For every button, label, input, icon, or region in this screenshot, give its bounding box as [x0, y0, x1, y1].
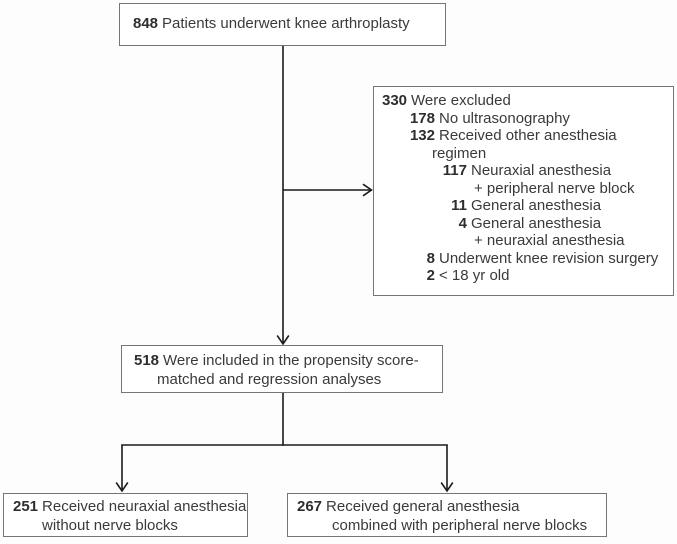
arrowhead-down-neuraxial	[115, 482, 129, 493]
box-text-line: + neuraxial anesthesia	[382, 232, 669, 250]
count-value: 132	[409, 127, 435, 145]
arrowhead-down-included	[276, 335, 290, 346]
count-value: 117	[442, 162, 467, 180]
line-label: General anesthesia	[471, 197, 602, 215]
line-label: < 18 yr old	[439, 267, 510, 285]
count-value: 251	[13, 498, 39, 515]
line-label: Underwent knee revision surgery	[439, 249, 659, 267]
box-text-line: 2< 18 yr old	[382, 267, 669, 285]
count-value: 848	[133, 15, 159, 33]
box-text-line: combined with peripheral nerve blocks	[288, 516, 606, 535]
line-label: + peripheral nerve block	[474, 179, 635, 197]
count-value: 8	[426, 249, 435, 267]
line-label: combined with peripheral nerve blocks	[332, 517, 588, 534]
line-label: without nerve blocks	[42, 517, 178, 534]
line-label: Were excluded	[411, 92, 511, 109]
line-label: + neuraxial anesthesia	[474, 232, 625, 250]
line-label: No ultrasonography	[439, 109, 570, 127]
line-label: Neuraxial anesthesia	[471, 162, 612, 180]
count-value: 4	[458, 214, 467, 232]
count-value: 518	[134, 352, 160, 369]
line-label: Were included in the propensity score-	[163, 352, 419, 369]
box-text-line: + peripheral nerve block	[382, 180, 669, 198]
line-label: matched and regression analyses	[157, 371, 382, 388]
line-label: Received general anesthesia	[326, 498, 520, 515]
box-text-line: without nerve blocks	[4, 516, 247, 535]
arrowhead-down-general	[440, 482, 454, 493]
line-label: regimen	[432, 144, 487, 162]
line-label: Received neuraxial anesthesia	[42, 498, 247, 515]
count-value: 267	[297, 498, 323, 515]
count-value: 11	[451, 197, 467, 215]
count-value: 178	[409, 109, 435, 127]
arrowhead-right-excluded	[362, 183, 373, 197]
line-label: Patients underwent knee arthroplasty	[162, 15, 410, 33]
count-value: 330	[382, 92, 408, 109]
line-label: Received other anesthesia	[439, 127, 617, 145]
box-text-line: matched and regression analyses	[122, 370, 442, 389]
line-label: General anesthesia	[471, 214, 602, 232]
count-value: 2	[426, 267, 435, 285]
box-text-line: regimen	[382, 145, 669, 163]
